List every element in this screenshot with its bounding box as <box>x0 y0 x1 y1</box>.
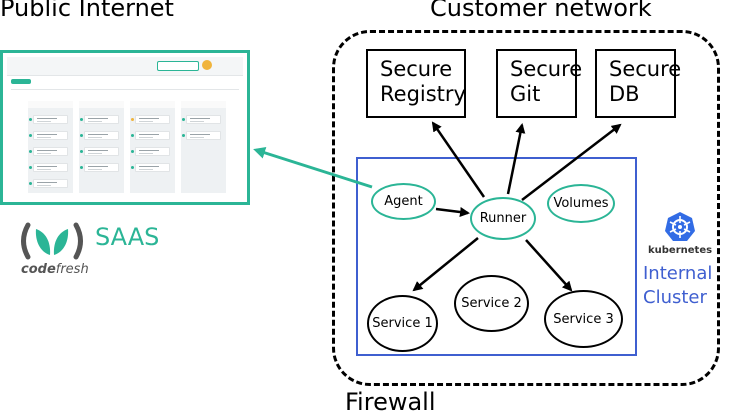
agent-to-runner-arrow <box>435 207 470 217</box>
thumbnail-top-bar <box>7 57 243 76</box>
thumbnail-column <box>130 101 175 193</box>
firewall-label: Firewall <box>345 388 436 416</box>
runner-to-registry-arrow <box>431 121 486 198</box>
agent-label: Agent <box>384 194 423 209</box>
secure-git-line2: Git <box>510 82 541 106</box>
service1-node: Service 1 <box>367 295 438 352</box>
secure-git-box: Secure Git <box>496 49 583 118</box>
secure-registry-box: Secure Registry <box>366 49 466 118</box>
runner-to-service1-arrow <box>412 237 479 292</box>
customer-network-label: Customer network <box>430 0 652 22</box>
secure-registry-line2: Registry <box>380 82 466 106</box>
codefresh-wordmark: codefresh <box>21 262 89 277</box>
volumes-node: Volumes <box>547 184 615 223</box>
codefresh-logo-icon <box>21 222 83 260</box>
internal-cluster-line2: Cluster <box>643 287 707 308</box>
runner-label: Runner <box>479 211 527 226</box>
internal-cluster-label: Internal Cluster <box>643 262 712 310</box>
secure-registry-line1: Secure <box>380 57 453 81</box>
kubernetes-icon <box>665 212 695 241</box>
saas-label: SAAS <box>95 223 160 251</box>
secure-db-box: Secure DB <box>595 49 682 118</box>
thumbnail-column <box>181 101 226 193</box>
codefresh-word-fresh: fresh <box>55 262 89 277</box>
kubernetes-label: kubernetes <box>648 245 713 256</box>
internal-cluster-box <box>356 157 637 356</box>
service3-label: Service 3 <box>553 311 614 327</box>
runner-to-db-arrow <box>521 123 622 201</box>
thumbnail-column <box>79 101 124 193</box>
public-internet-label: Public Internet <box>0 0 174 22</box>
service2-node: Service 2 <box>454 275 529 332</box>
volumes-label: Volumes <box>553 196 609 211</box>
agent-node: Agent <box>371 183 436 220</box>
runner-to-git-arrow <box>506 123 526 195</box>
runner-node: Runner <box>470 197 536 240</box>
saas-screenshot-thumbnail <box>0 50 250 205</box>
customer-network-boundary <box>332 30 720 386</box>
internal-cluster-line1: Internal <box>643 263 713 284</box>
secure-db-line2: DB <box>609 82 640 106</box>
codefresh-word-code: code <box>21 262 56 277</box>
runner-to-service3-arrow <box>525 239 573 292</box>
agent-to-saas-arrow <box>253 147 373 189</box>
service2-label: Service 2 <box>461 296 522 311</box>
service1-label: Service 1 <box>372 316 433 331</box>
secure-db-line1: Secure <box>609 57 682 81</box>
thumbnail-column <box>28 101 73 193</box>
service3-node: Service 3 <box>544 290 623 348</box>
secure-git-line1: Secure <box>510 57 583 81</box>
